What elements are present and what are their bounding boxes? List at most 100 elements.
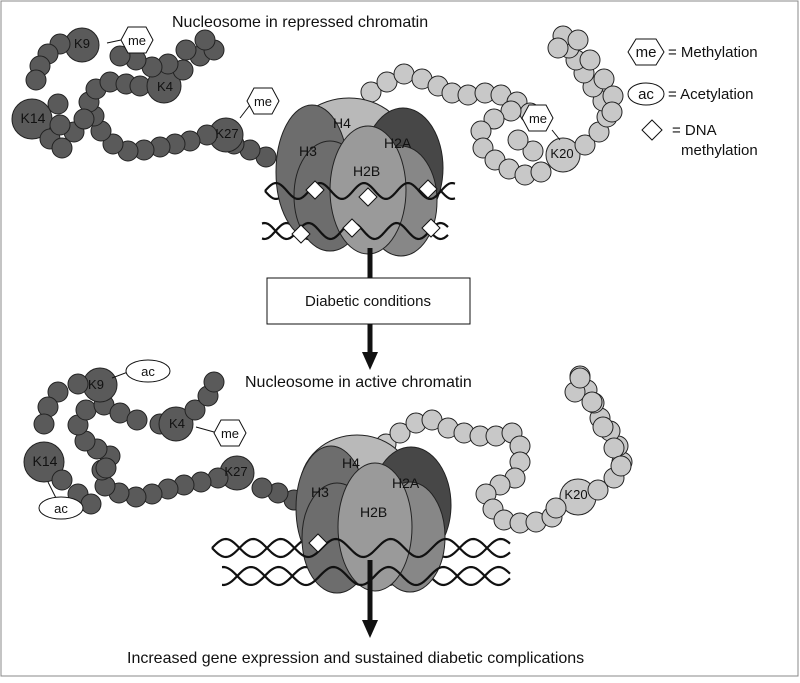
amino-acid-bead: [25, 69, 47, 91]
connector: [239, 104, 251, 119]
label-h2b: H2B: [360, 504, 387, 520]
amino-acid-bead: [80, 493, 102, 515]
residue-k14: K14: [33, 453, 58, 469]
amino-acid-bead: [102, 133, 124, 155]
amino-acid-bead: [109, 45, 131, 67]
process-arrow-head: [362, 352, 378, 370]
dna-strand-active-front: [211, 537, 511, 587]
top-title: Nucleosome in repressed chromatin: [172, 14, 428, 31]
amino-acid-bead: [545, 497, 567, 519]
label-h4: H4: [342, 455, 360, 471]
dna-methylation-mark: [305, 180, 325, 200]
dark-histone-tail-repressed: [11, 27, 277, 168]
amino-acid-bead: [574, 134, 596, 156]
amino-acid-bead: [547, 37, 569, 59]
residue-k27: K27: [224, 464, 247, 479]
acetylation-mark-k14: [38, 496, 84, 520]
amino-acid-bead: [33, 413, 55, 435]
methylation-mark-k27: [246, 87, 280, 115]
amino-acid-bead: [483, 108, 505, 130]
amino-acid-bead: [393, 63, 415, 85]
legend-acetylation-symbol: [627, 82, 665, 106]
amino-acid-bead: [175, 39, 197, 61]
middle-title: Nucleosome in active chromatin: [245, 374, 472, 391]
amino-acid-bead: [389, 422, 411, 444]
amino-acid-bead: [500, 100, 522, 122]
legend-acetylation-symbol-text: ac: [638, 86, 654, 103]
label-h3: H3: [299, 143, 317, 159]
light-histone-tail-repressed: [360, 25, 624, 186]
mark-label: me: [254, 94, 272, 109]
dna-backbone: [264, 182, 456, 200]
label-h2a: H2A: [384, 135, 412, 151]
methylation-mark-k9: [120, 26, 154, 54]
amino-acid-bead: [126, 409, 148, 431]
dna-backbone: [211, 537, 511, 559]
amino-acid-bead: [522, 140, 544, 162]
amino-acid-bead: [601, 101, 623, 123]
histone-h2b: [337, 462, 413, 592]
amino-acid-bead: [47, 381, 69, 403]
connector: [195, 426, 215, 433]
residue-k9: K9: [88, 377, 104, 392]
amino-acid-bead: [194, 29, 216, 51]
amino-acid-bead: [251, 477, 273, 499]
connector: [111, 371, 129, 379]
amino-acid-bead: [51, 469, 73, 491]
amino-acid-bead: [75, 399, 97, 421]
dna-methylation-mark: [308, 533, 328, 553]
residue-k20: K20: [564, 487, 587, 502]
legend: me = Methylation ac = Acetylation = DNA …: [627, 38, 758, 159]
residue-bead: [545, 137, 581, 173]
light-histone-tail-active: [375, 365, 633, 534]
amino-acid-bead: [67, 373, 89, 395]
legend-methylation-symbol: [627, 38, 665, 66]
dna-methylation-mark: [291, 224, 311, 244]
legend-dna-methylation-label-2: methylation: [681, 142, 758, 159]
amino-acid-bead: [592, 416, 614, 438]
legend-dna-methylation-label-1: = DNA: [672, 122, 717, 139]
amino-acid-bead: [610, 455, 632, 477]
repressed-nucleosome: H4 H2A H3 H2B K9 K4 K14 K27 K20 me me me: [11, 25, 624, 257]
amino-acid-bead: [507, 129, 529, 151]
amino-acid-bead: [184, 399, 206, 421]
final-arrow-head: [362, 620, 378, 638]
label-h3: H3: [311, 484, 329, 500]
dna-methylation-mark: [358, 187, 378, 207]
legend-methylation-symbol-text: me: [636, 44, 657, 61]
process-box: [266, 277, 471, 325]
mark-label: me: [128, 33, 146, 48]
mark-label: me: [529, 111, 547, 126]
dna-methylation-mark: [421, 218, 441, 238]
amino-acid-bead: [593, 68, 615, 90]
amino-acid-bead: [49, 114, 71, 136]
mark-label: ac: [54, 501, 68, 516]
dna-methylation-mark: [418, 179, 438, 199]
active-nucleosome: H4 H2A H3 H2B K9 K4 K14 K27 K20 ac me ac: [23, 359, 633, 594]
amino-acid-bead: [73, 108, 95, 130]
dna-methylation-marks: [291, 179, 441, 244]
mark-label: ac: [141, 364, 155, 379]
connector: [551, 129, 561, 141]
residue-k4: K4: [169, 416, 185, 431]
amino-acid-bead: [376, 71, 398, 93]
amino-acid-bead: [603, 437, 625, 459]
mark-label: me: [221, 426, 239, 441]
residue-k14: K14: [21, 110, 46, 126]
process-box-label: Diabetic conditions: [305, 293, 431, 310]
connector: [47, 481, 57, 499]
methylation-mark-k20: [521, 104, 554, 132]
amino-acid-bead: [567, 29, 589, 51]
amino-acid-bead: [569, 367, 591, 389]
label-h2b: H2B: [353, 163, 380, 179]
dna-methylation-mark: [342, 218, 362, 238]
dark-histone-tail-active: [23, 367, 305, 515]
amino-acid-bead: [51, 137, 73, 159]
amino-acid-bead: [587, 479, 609, 501]
dna-backbone: [221, 565, 511, 587]
residue-k4: K4: [157, 79, 173, 94]
amino-acid-bead: [47, 93, 69, 115]
amino-acid-bead: [581, 391, 603, 413]
